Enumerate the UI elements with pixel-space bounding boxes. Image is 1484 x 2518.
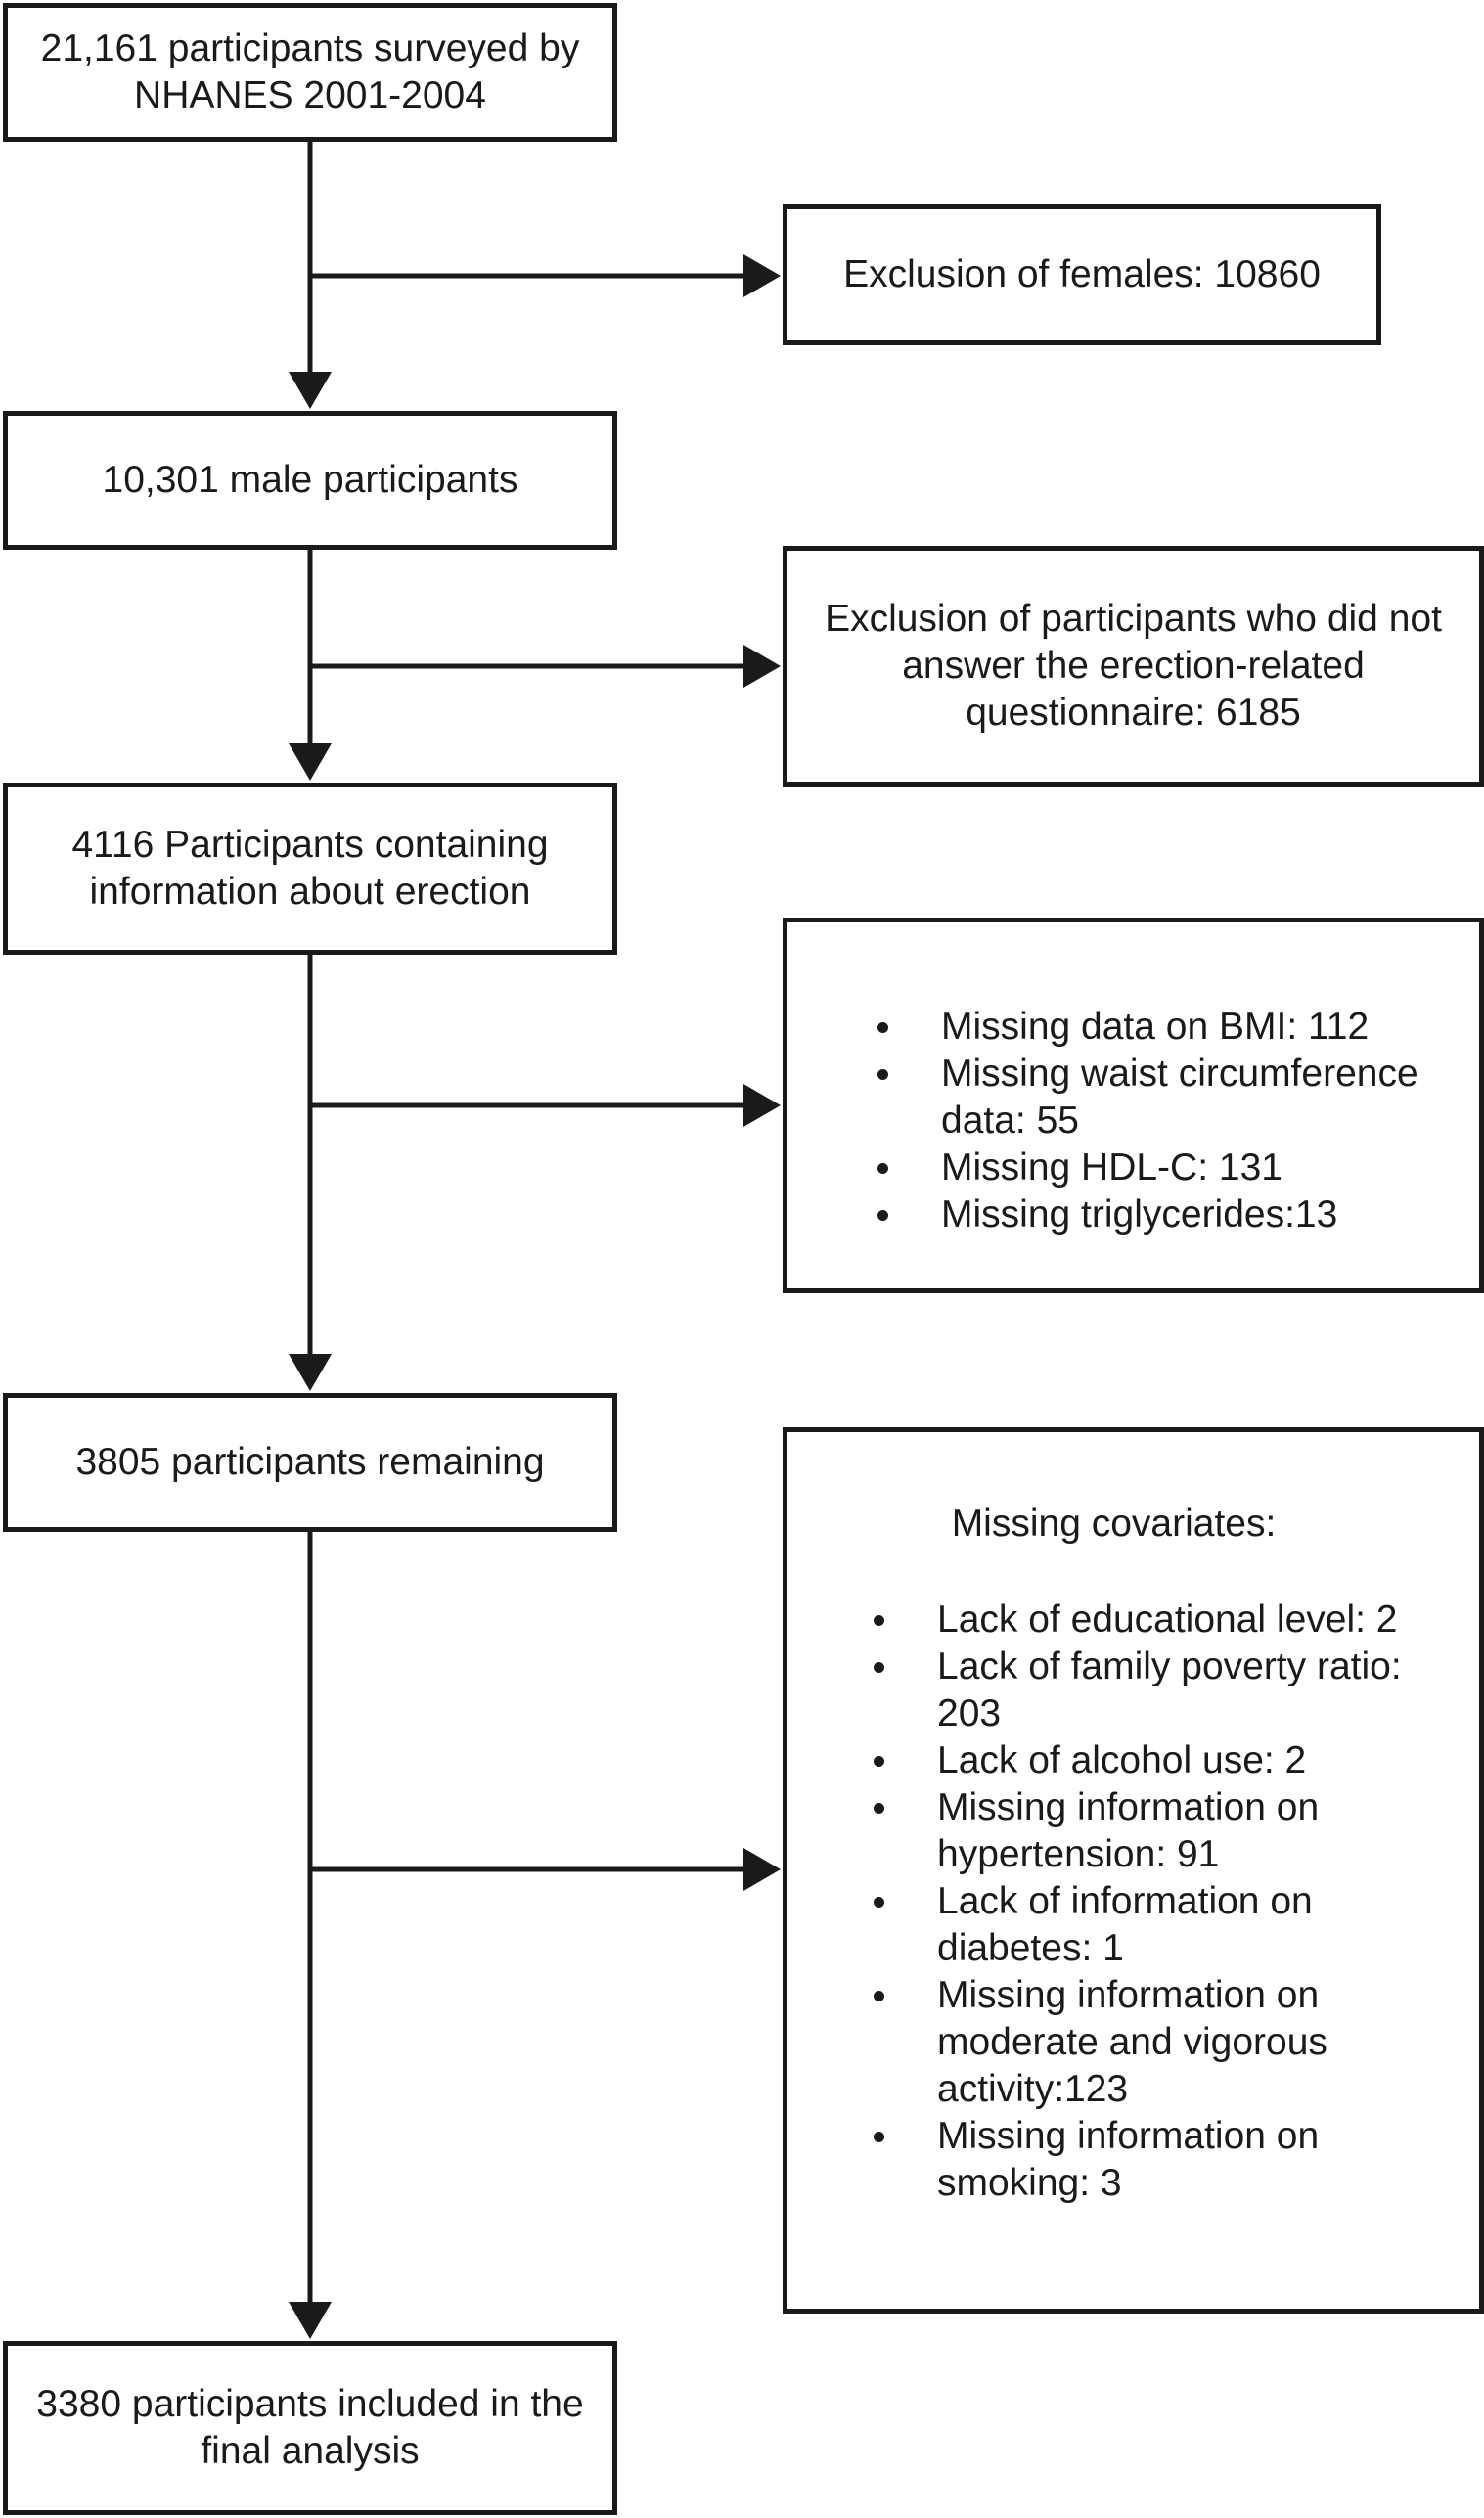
exclusion-females-text: Exclusion of females: 10860: [843, 253, 1321, 295]
list-item: Missing triglycerides:13: [877, 1192, 1418, 1238]
male-participants-text: 10,301 male participants: [102, 459, 518, 501]
final-analysis-box: 3380 participants included in the final …: [3, 2341, 617, 2515]
missing-measures-box: Missing data on BMI: 112 Missing waist c…: [783, 918, 1484, 1293]
start-population-text: 21,161 participants surveyed by NHANES 2…: [40, 27, 580, 116]
list-item: Lack of information on diabetes: 1: [874, 1878, 1402, 1972]
erection-info-text: 4116 Participants containing information…: [71, 824, 549, 913]
arrowhead-down-2: [289, 743, 332, 781]
list-item: Lack of alcohol use: 2: [874, 1737, 1402, 1784]
missing-covariates-heading: Missing covariates:: [951, 1503, 1277, 1545]
missing-measures-list: Missing data on BMI: 112 Missing waist c…: [877, 1004, 1418, 1238]
list-item: Missing waist circumference data: 55: [877, 1051, 1418, 1145]
arrowhead-down-4: [289, 2302, 332, 2339]
list-item: Lack of educational level: 2: [874, 1596, 1402, 1643]
list-item: Missing data on BMI: 112: [877, 1004, 1418, 1051]
arrowhead-down-3: [289, 1354, 332, 1391]
arrowhead-right-4: [743, 1848, 781, 1891]
list-item: Missing information on moderate and vigo…: [874, 1972, 1402, 2113]
list-item: Missing information on smoking: 3: [874, 2113, 1402, 2207]
exclusion-questionnaire-text: Exclusion of participants who did not an…: [825, 598, 1442, 734]
missing-covariates-list: Lack of educational level: 2 Lack of fam…: [874, 1596, 1402, 2207]
male-participants-box: 10,301 male participants: [3, 411, 617, 550]
erection-info-box: 4116 Participants containing information…: [3, 783, 617, 955]
exclusion-questionnaire-box: Exclusion of participants who did not an…: [783, 546, 1484, 787]
list-item: Missing information on hypertension: 91: [874, 1784, 1402, 1878]
arrowhead-right-2: [743, 645, 781, 688]
arrowhead-right-1: [743, 254, 781, 297]
list-item: Lack of family poverty ratio: 203: [874, 1643, 1402, 1737]
missing-covariates-box: Missing covariates: Lack of educational …: [783, 1427, 1484, 2314]
remaining-participants-box: 3805 participants remaining: [3, 1393, 617, 1532]
list-item: Missing HDL-C: 131: [877, 1145, 1418, 1192]
exclusion-females-box: Exclusion of females: 10860: [783, 204, 1381, 345]
arrowhead-down-1: [289, 372, 332, 409]
remaining-participants-text: 3805 participants remaining: [75, 1441, 545, 1483]
arrowhead-right-3: [743, 1084, 781, 1127]
start-population-box: 21,161 participants surveyed by NHANES 2…: [3, 3, 617, 142]
final-analysis-text: 3380 participants included in the final …: [36, 2383, 584, 2472]
